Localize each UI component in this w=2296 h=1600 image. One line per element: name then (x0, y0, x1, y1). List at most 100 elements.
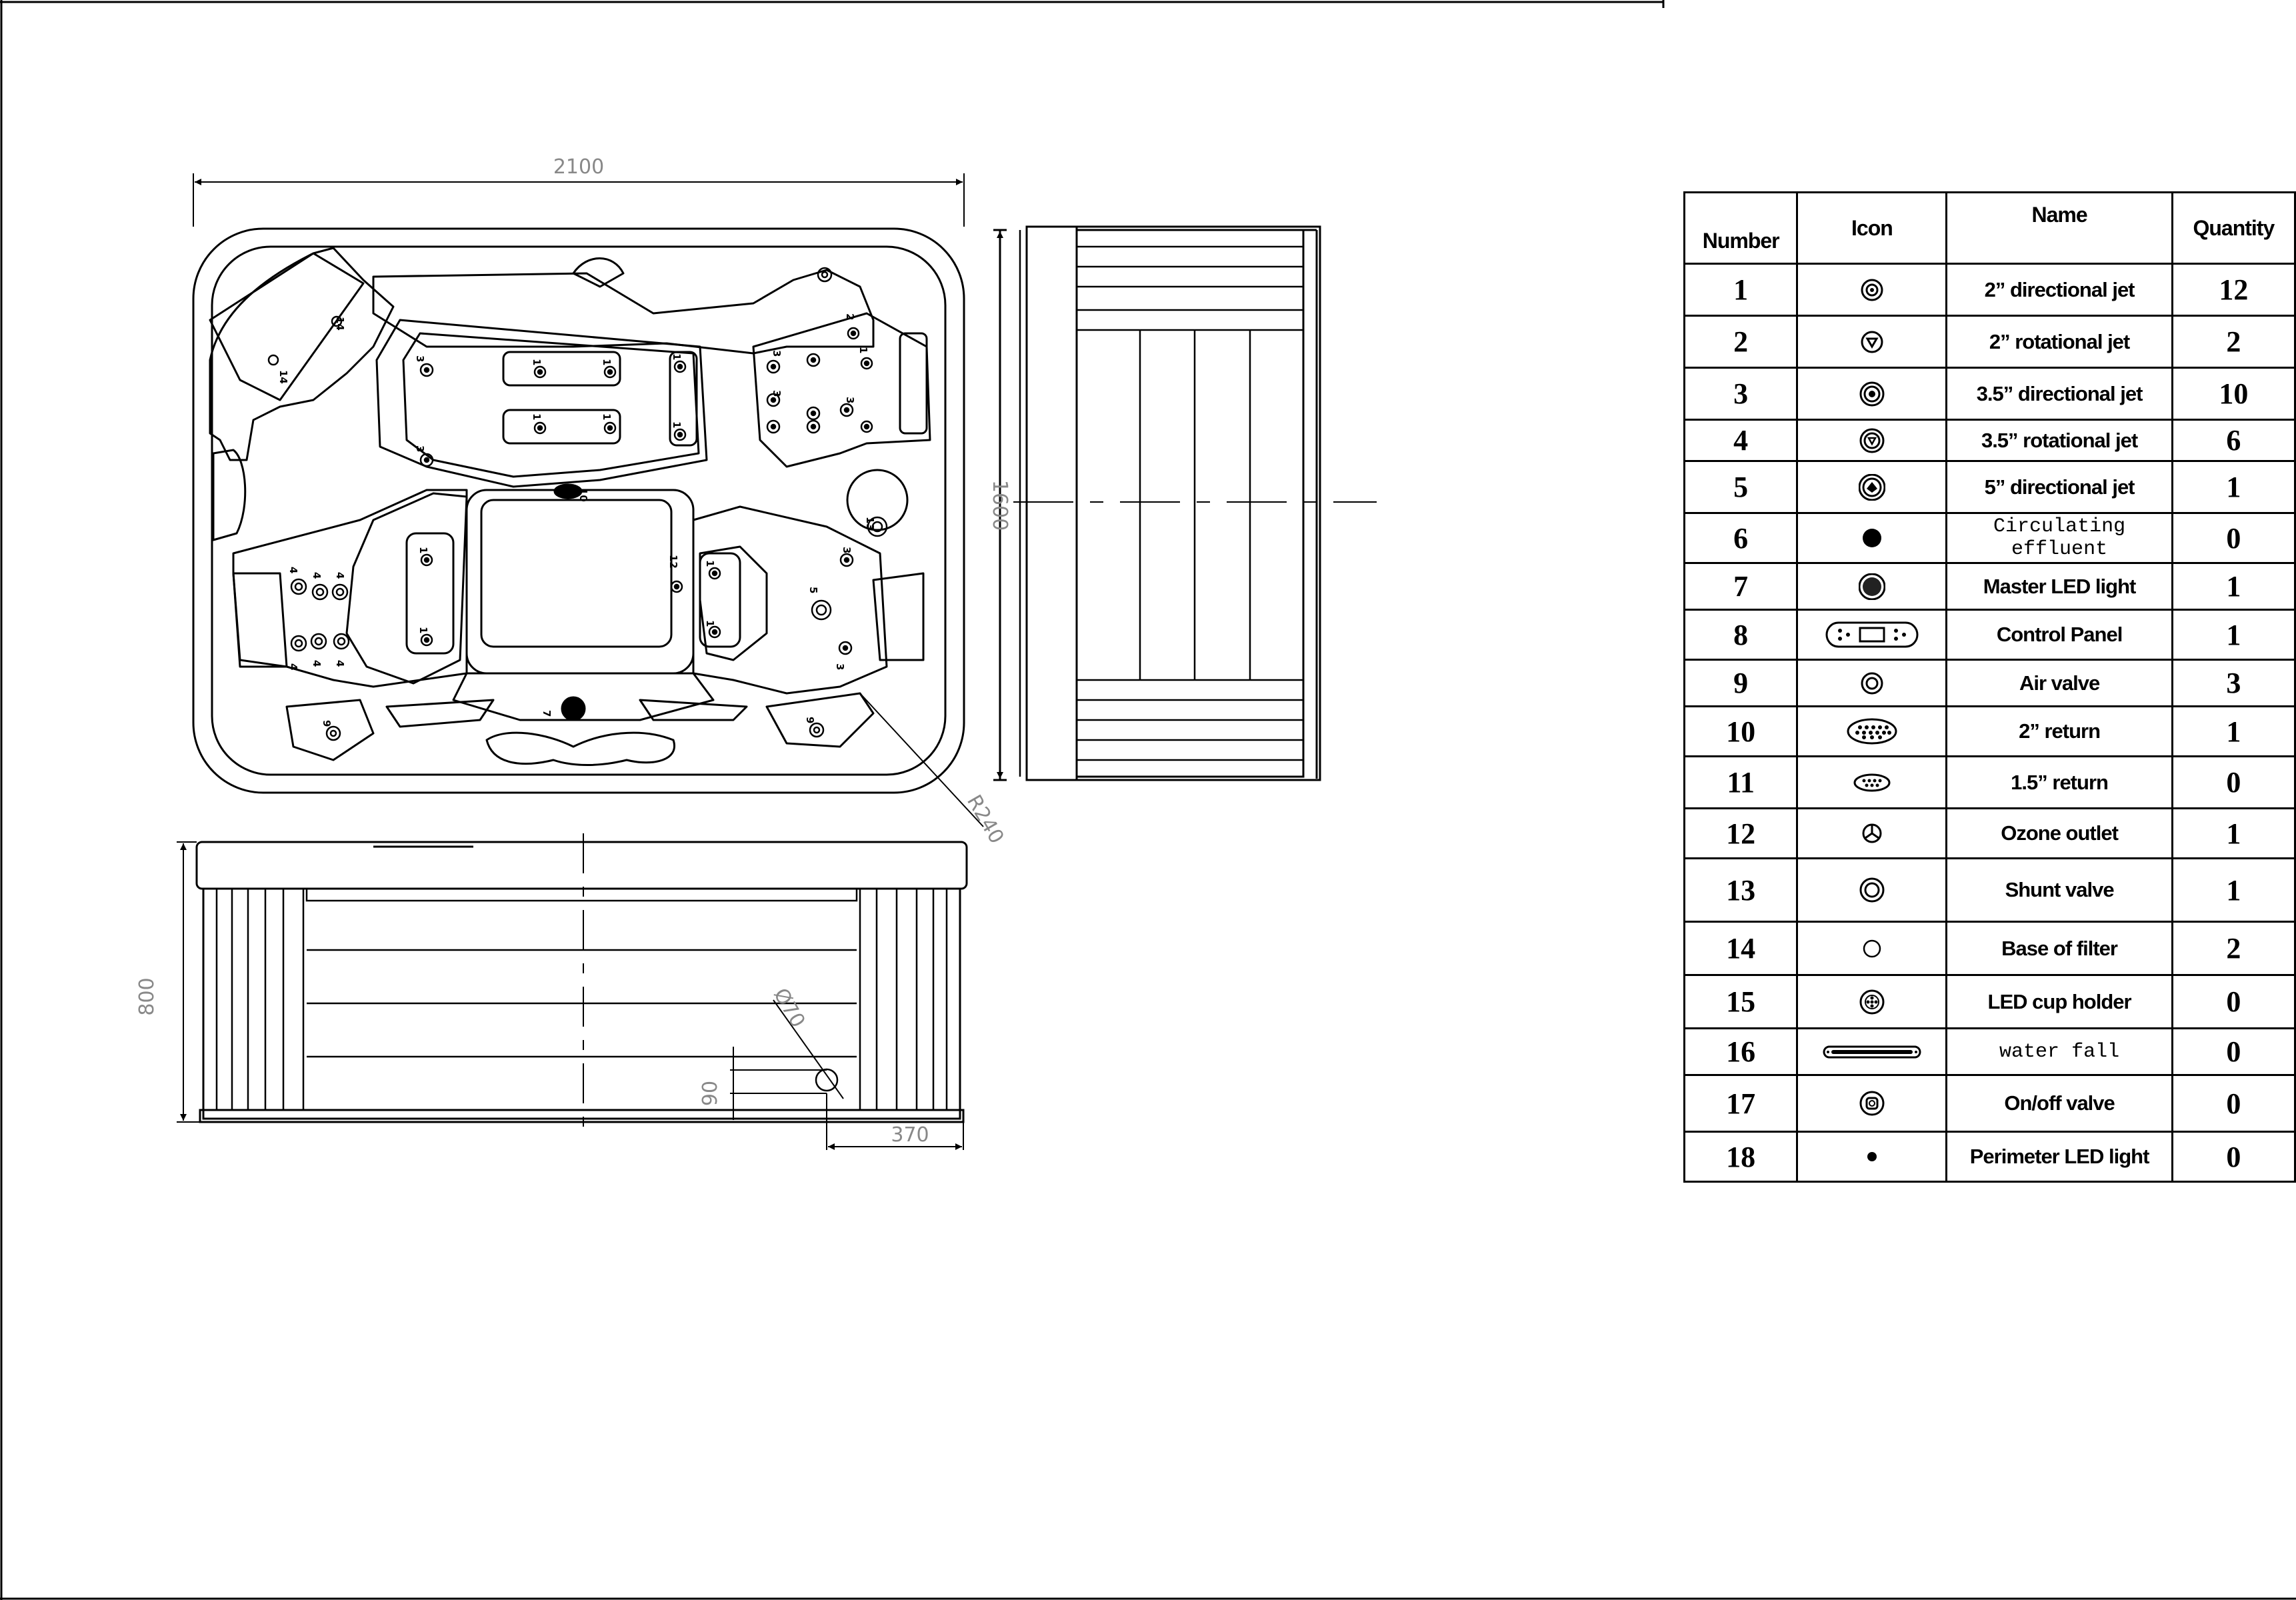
shunt-filter-circle (846, 469, 909, 531)
legend-quantity: 3 (2171, 659, 2296, 707)
footwell-inner (480, 499, 673, 648)
legend-number: 4 (1683, 419, 1799, 462)
legend-name: Ozone outlet (1945, 807, 2173, 859)
legend-quantity: 6 (2171, 419, 2296, 462)
legend-number: 18 (1683, 1131, 1799, 1183)
legend-quantity: 0 (2171, 974, 2296, 1029)
bottom-step (485, 731, 676, 766)
legend-number: 11 (1683, 755, 1799, 809)
legend-quantity: 1 (2171, 705, 2296, 757)
legend-number: 8 (1683, 609, 1799, 661)
legend-quantity: 10 (2171, 367, 2296, 421)
directional-jet-5in-icon (1796, 460, 1948, 514)
svg-text:3: 3 (771, 390, 783, 397)
legend-number: 3 (1683, 367, 1799, 421)
legend-quantity: 0 (2171, 1074, 2296, 1133)
legend-name: 3.5” rotational jet (1945, 419, 2173, 462)
seat-bottom-left-back (232, 572, 288, 668)
legend-number: 2 (1683, 315, 1799, 369)
legend-quantity: 0 (2171, 755, 2296, 809)
dim-outlet-offset: 370 (891, 1123, 929, 1147)
pillow-top-1 (502, 351, 621, 387)
left-recess (212, 449, 247, 541)
pillow-right (699, 552, 741, 648)
legend-number: 15 (1683, 974, 1799, 1029)
legend-name: Control Panel (1945, 609, 2173, 661)
legend-name: Master LED light (1945, 562, 2173, 611)
plan-inner-lip (211, 245, 947, 776)
legend-number: 14 (1683, 921, 1799, 976)
svg-text:4: 4 (311, 660, 323, 667)
rotational-jet-2in-icon (1796, 315, 1948, 369)
bottom-ledge-left (285, 699, 375, 761)
svg-text:13: 13 (864, 517, 876, 531)
svg-text:1: 1 (704, 560, 716, 567)
circulating-effluent-icon (1796, 512, 1948, 564)
svg-text:4: 4 (287, 663, 299, 670)
air-valve-icon (1796, 659, 1948, 707)
svg-text:3: 3 (841, 547, 853, 553)
plan-view (192, 227, 965, 794)
svg-text:10: 10 (577, 488, 589, 502)
svg-text:1: 1 (531, 413, 543, 420)
pillow-top-2 (502, 409, 621, 445)
svg-text:2: 2 (844, 313, 856, 320)
pillow-top-3 (669, 351, 698, 447)
svg-text:3: 3 (834, 663, 846, 670)
base-of-filter-icon (1796, 921, 1948, 976)
svg-text:3: 3 (414, 355, 426, 362)
legend-name: water fall (1945, 1027, 2173, 1076)
svg-text:4: 4 (287, 567, 299, 573)
legend-quantity: 0 (2171, 1131, 2296, 1183)
svg-text:7: 7 (541, 710, 553, 717)
directional-jet-2in-icon (1796, 263, 1948, 317)
legend-name: 1.5” return (1945, 755, 2173, 809)
legend-number: 7 (1683, 562, 1799, 611)
legend-name: 3.5” directional jet (1945, 367, 2173, 421)
plan-jets (267, 267, 888, 741)
legend-quantity: 1 (2171, 609, 2296, 661)
header-number: Number (1683, 191, 1799, 265)
control-panel-icon (1796, 609, 1948, 661)
svg-text:1: 1 (857, 347, 869, 353)
master-led-light-icon (1796, 562, 1948, 611)
dim-outlet-height: 90 (699, 1081, 722, 1106)
bottom-ledge-mid-left (385, 699, 495, 728)
svg-text:14: 14 (334, 317, 346, 331)
legend-name: Shunt valve (1945, 857, 2173, 923)
master-led-light (561, 696, 586, 721)
svg-text:3: 3 (414, 445, 426, 452)
top-cup-recess (572, 257, 625, 288)
plan-tags: 3 3 1 1 1 1 1 1 3 3 2 1 3 4 4 4 4 4 4 1 … (277, 313, 876, 727)
legend-quantity: 1 (2171, 562, 2296, 611)
seat-top-right (752, 312, 931, 468)
seat-top-middle (375, 319, 708, 488)
svg-text:1: 1 (671, 353, 683, 360)
perimeter-led-light-icon (1796, 1131, 1948, 1183)
led-cup-holder-icon (1796, 974, 1948, 1029)
svg-text:9: 9 (321, 720, 333, 727)
bottom-ledge-mid-right (639, 699, 748, 721)
legend-quantity: 0 (2171, 1027, 2296, 1076)
legend-number: 13 (1683, 857, 1799, 923)
svg-text:14: 14 (277, 370, 289, 384)
legend-name: Air valve (1945, 659, 2173, 707)
legend-name: 2” directional jet (1945, 263, 2173, 317)
dim-radius: R240 (962, 791, 1008, 848)
legend-quantity: 2 (2171, 315, 2296, 369)
svg-text:12: 12 (667, 555, 679, 569)
